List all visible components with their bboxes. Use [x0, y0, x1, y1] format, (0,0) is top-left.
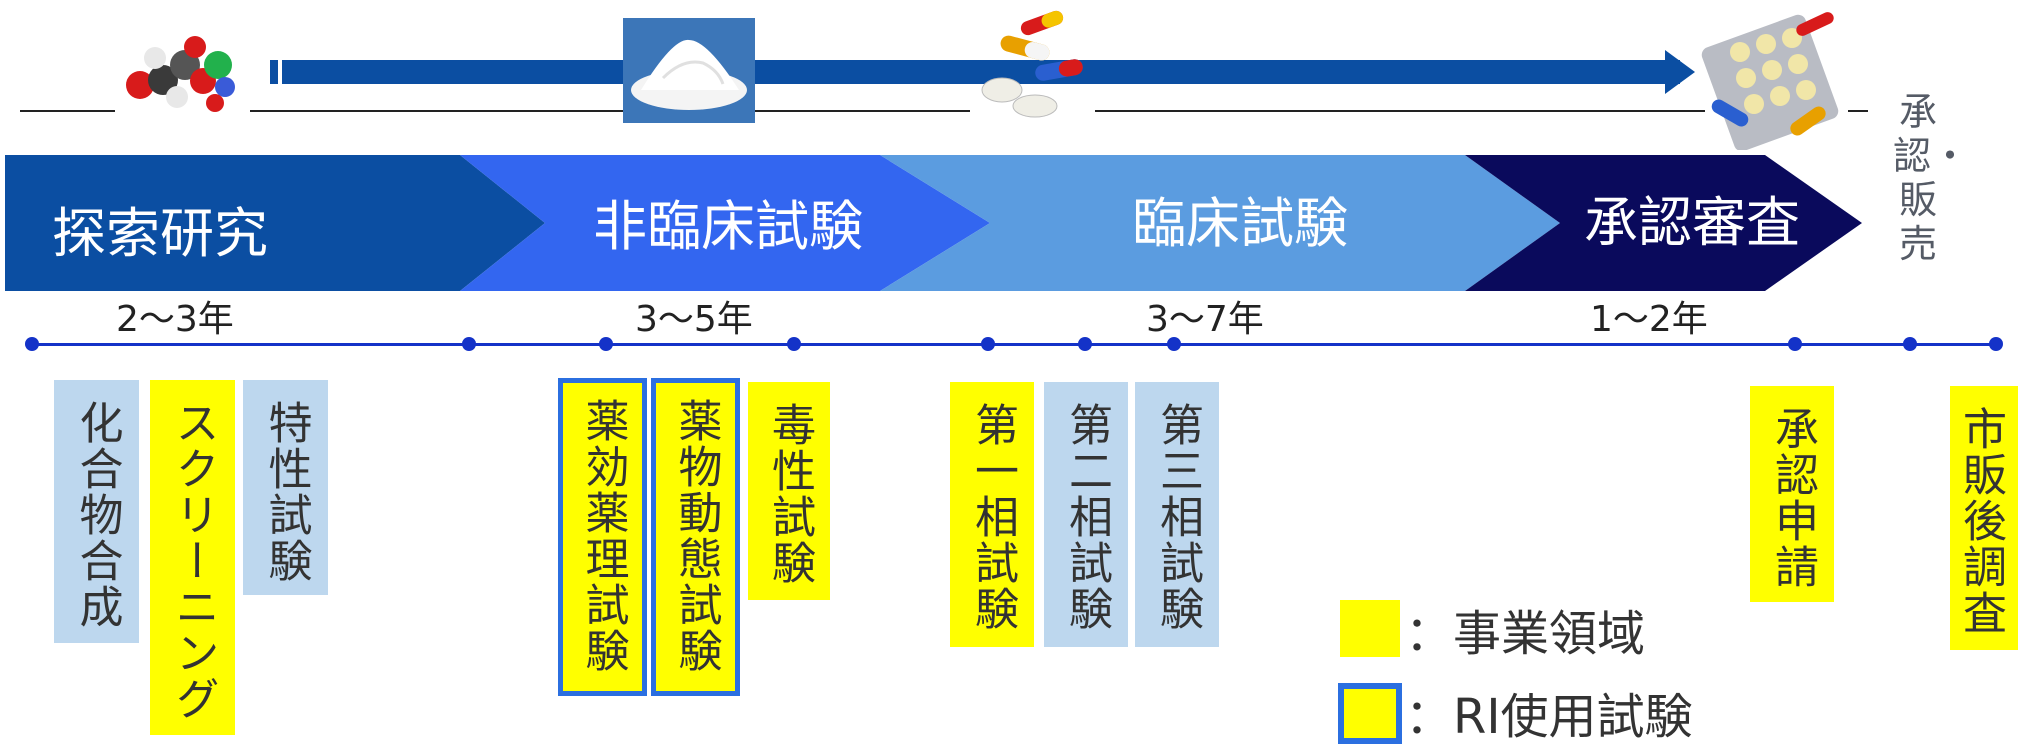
- phase-shape-3: [1465, 155, 1862, 291]
- powder-icon: [623, 18, 755, 123]
- top-baseline-end: [1848, 110, 1868, 112]
- phase-shape-2: [880, 155, 1560, 291]
- step-toxicity-test: 毒性試験: [748, 382, 830, 600]
- top-baseline-left: [20, 110, 115, 112]
- timeline-dot: [1167, 337, 1181, 351]
- capsules-icon: [980, 10, 1092, 120]
- step-property-test: 特性試験: [243, 380, 328, 595]
- duration-nonclinical: 3〜5年: [635, 299, 753, 340]
- phase-shape-0: [5, 155, 545, 291]
- step-phase3-trial: 第三相試験: [1135, 382, 1219, 647]
- step-label: スクリーニング: [167, 400, 219, 722]
- step-label: 薬効薬理試験: [577, 398, 629, 674]
- step-pharmacokinetics-test: 薬物動態試験: [651, 378, 740, 696]
- step-label: 第三相試験: [1152, 402, 1203, 632]
- step-label: 特性試験: [260, 400, 312, 584]
- phase-shape-1: [460, 155, 990, 291]
- step-label: 化合物合成: [71, 400, 123, 630]
- step-phase2-trial: 第二相試験: [1044, 382, 1128, 647]
- step-post-marketing-survey: 市販後調査: [1950, 386, 2018, 650]
- step-phase1-trial: 第一相試験: [950, 382, 1034, 647]
- timeline-dot: [1989, 337, 2003, 351]
- timeline-line: [30, 343, 2000, 346]
- phase-label-research: 探索研究: [52, 202, 268, 265]
- legend-ri-swatch: [1338, 683, 1402, 744]
- molecule-icon: [115, 25, 245, 120]
- blister-pack-icon: [1700, 10, 1848, 152]
- step-approval-application: 承認申請: [1750, 386, 1834, 602]
- legend-ri-label: ：RI使用試験: [1405, 689, 1693, 745]
- timeline-dot: [1078, 337, 1092, 351]
- step-label: 承認申請: [1767, 406, 1818, 590]
- timeline-dot: [1788, 337, 1802, 351]
- step-label: 毒性試験: [764, 402, 815, 586]
- phase-chevrons: [5, 155, 1862, 291]
- step-pharmacology-test: 薬効薬理試験: [558, 378, 647, 696]
- step-compound-synthesis: 化合物合成: [54, 380, 139, 643]
- phase-label-review: 承認審査: [1584, 191, 1800, 254]
- step-label: 市販後調査: [1955, 406, 2006, 636]
- timeline-dot: [599, 337, 613, 351]
- legend-business-label: ：事業領域: [1405, 606, 1646, 662]
- timeline-dot: [1903, 337, 1917, 351]
- phase-label-clinical: 臨床試験: [1132, 192, 1348, 255]
- phase-label-nonclinical: 非臨床試験: [593, 195, 863, 258]
- timeline-dot: [462, 337, 476, 351]
- duration-research: 2〜3年: [116, 299, 234, 340]
- timeline-dot: [787, 337, 801, 351]
- step-screening: スクリーニング: [150, 380, 235, 735]
- step-label: 第一相試験: [967, 402, 1018, 632]
- timeline-dot: [25, 337, 39, 351]
- duration-review: 1〜2年: [1590, 299, 1708, 340]
- top-baseline-mid: [250, 110, 970, 112]
- step-label: 第二相試験: [1061, 402, 1112, 632]
- timeline-dot: [981, 337, 995, 351]
- legend-business-swatch: [1340, 600, 1400, 657]
- top-baseline-right: [1095, 110, 1705, 112]
- step-label: 薬物動態試験: [670, 398, 722, 674]
- duration-clinical: 3〜7年: [1146, 299, 1264, 340]
- approval-sales-label: 承認・販売: [1893, 90, 1970, 266]
